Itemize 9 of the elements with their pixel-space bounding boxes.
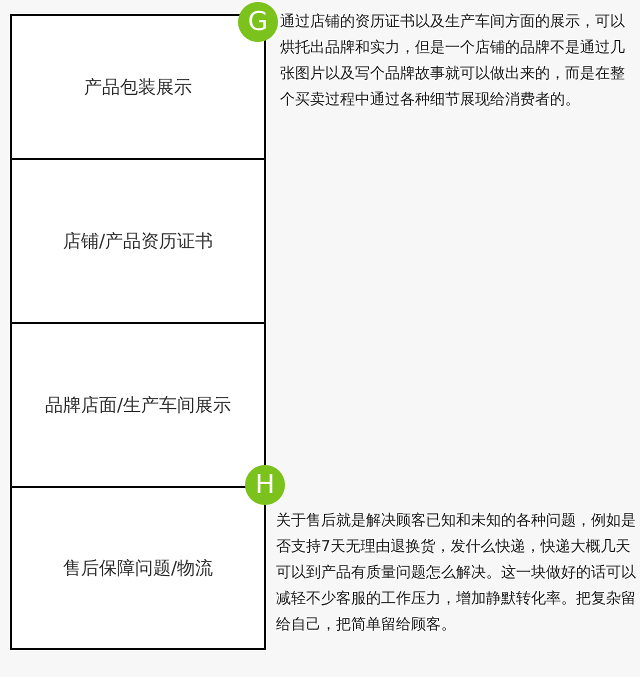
letter-badge: G — [238, 2, 278, 42]
description-paragraph: 通过店铺的资历证书以及生产车间方面的展示，可以烘托出品牌和实力，但是一个店铺的品牌不是通过几张图片以及写个品牌故事就可以做出来的，而是在整个买卖过程中通过各种细节展现给消费者的。 — [280, 11, 626, 110]
box-label: 品牌店面/生产车间展示 — [44, 394, 232, 417]
description-paragraph: 关于售后就是解决顾客已知和未知的各种问题，例如是否支持7天无理由退换货，发什么快递，快递大概几天可以到产品有质量问题怎么解决。这一块做好的话可以减轻不少客服的工作压力，增加静默转化率。把复杂留给自己，把简单留给顾客。 — [276, 510, 636, 635]
letter-badge: H — [245, 465, 285, 505]
box-label: 售后保障问题/物流 — [62, 557, 214, 580]
box-label: 产品包装展示 — [84, 76, 192, 99]
category-box — [10, 158, 266, 324]
box-label: 店铺/产品资历证书 — [62, 230, 214, 253]
